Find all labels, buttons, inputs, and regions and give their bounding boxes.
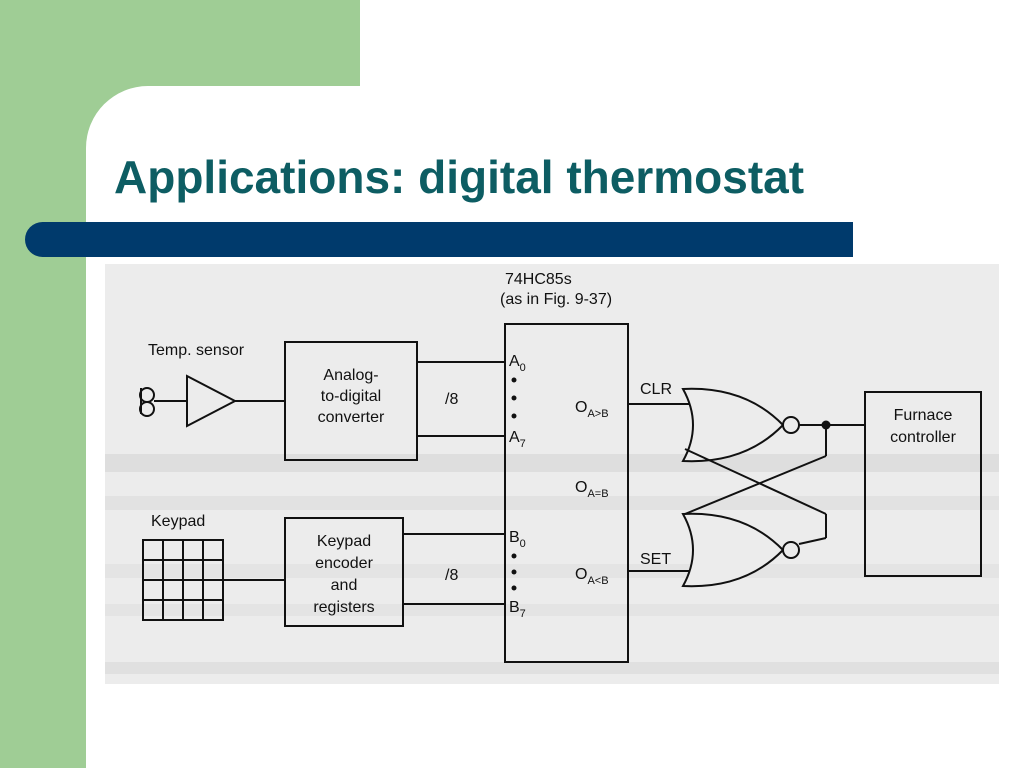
lower-nor-bubble: [782, 541, 800, 559]
pin-o-gt: OA>B: [575, 399, 609, 420]
keypad-encoder-box: [284, 517, 404, 627]
bus-width-top: /8: [445, 391, 458, 408]
pin-o-eq: OA=B: [575, 479, 609, 500]
encoder-label-line3: and: [331, 577, 358, 594]
furnace-label-line2: controller: [890, 429, 956, 446]
comparator-chip-box: [504, 323, 629, 663]
set-label: SET: [640, 551, 671, 568]
upper-nor-gate: [681, 387, 785, 463]
pin-a-dots: [511, 377, 517, 419]
pin-a0: A0: [509, 353, 526, 374]
pin-a7: A7: [509, 429, 526, 450]
adc-box: [284, 341, 418, 461]
temp-sensor-label: Temp. sensor: [148, 342, 245, 359]
lower-nor-gate: [681, 512, 785, 588]
diagram-svg: Temp. sensor Analog- to-digital converte…: [105, 271, 999, 674]
pin-b7: B7: [509, 599, 526, 620]
encoder-label-line2: encoder: [315, 555, 373, 572]
temp-sensor-icon: [139, 387, 187, 417]
title-underline-bar: [25, 222, 853, 257]
pin-b0: B0: [509, 529, 526, 550]
pin-o-lt: OA<B: [575, 566, 609, 587]
thermostat-diagram: Temp. sensor Analog- to-digital converte…: [105, 264, 999, 684]
chip-subtitle: (as in Fig. 9-37): [500, 291, 612, 308]
amplifier-icon: [186, 374, 238, 428]
bus-width-bottom: /8: [445, 567, 458, 584]
clr-label: CLR: [640, 381, 672, 398]
keypad-label: Keypad: [151, 513, 205, 530]
encoder-label-line1: Keypad: [317, 533, 371, 550]
chip-title: 74HC85s: [505, 271, 572, 288]
furnace-label-line1: Furnace: [894, 407, 953, 424]
upper-nor-bubble: [782, 416, 800, 434]
encoder-label-line4: registers: [313, 599, 374, 616]
furnace-controller-box: [864, 391, 982, 577]
junction-dot: [821, 420, 831, 430]
adc-label-line3: converter: [318, 409, 385, 426]
adc-label-line1: Analog-: [323, 367, 378, 384]
adc-label-line2: to-digital: [321, 388, 381, 405]
cross-coupling-wires: [684, 424, 865, 545]
scan-bleed-through: [105, 454, 999, 674]
slide-title: Applications: digital thermostat: [114, 151, 805, 203]
keypad-icon: [142, 539, 224, 621]
pin-b-dots: [511, 553, 517, 591]
